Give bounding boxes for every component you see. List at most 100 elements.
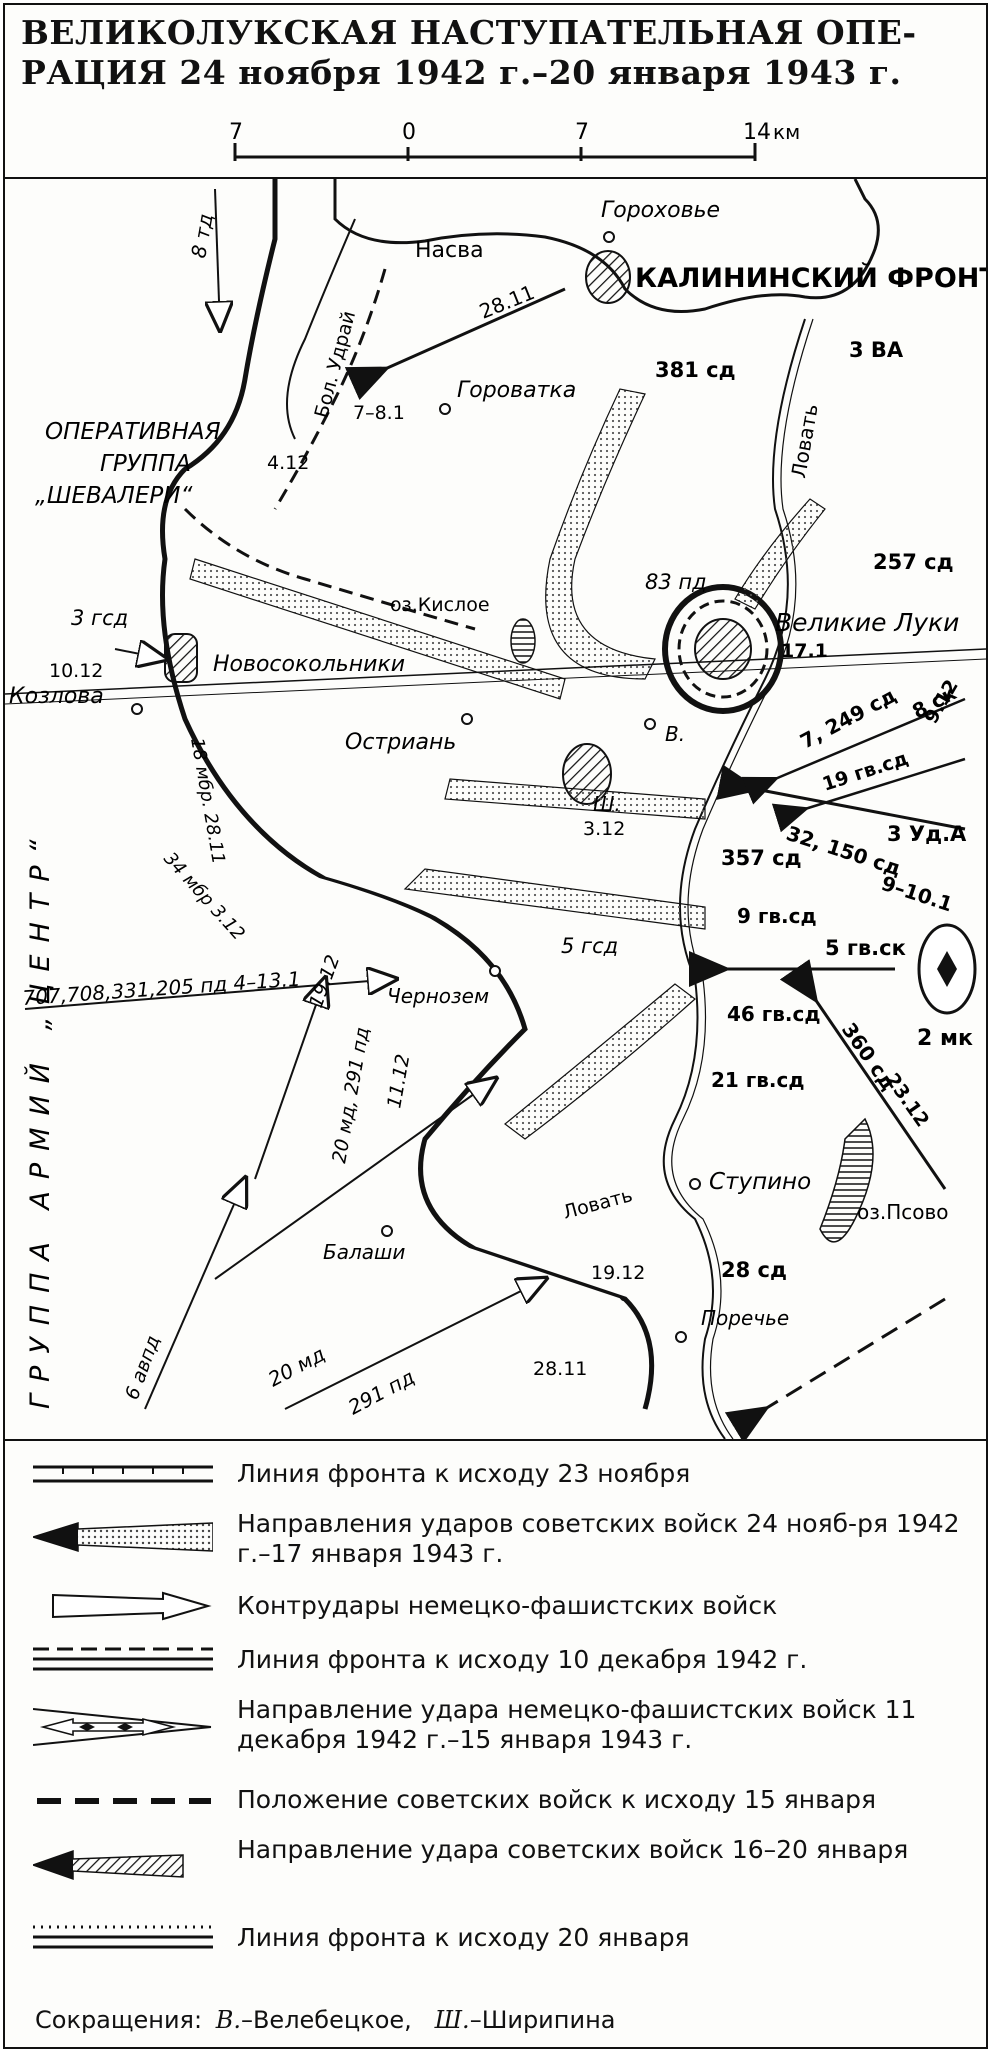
unit-46-gv-sd: 46 гв.сд	[727, 1002, 821, 1026]
legend-text-front-23-nov: Линия фронта к исходу 23 ноября	[237, 1459, 691, 1488]
scale-unit: км	[773, 120, 800, 144]
railway	[5, 648, 986, 695]
town-velikie-luki: Великие Луки	[775, 608, 959, 637]
map-title-line-1: ВЕЛИКОЛУКСКАЯ НАСТУПАТЕЛЬНАЯ ОПЕ-	[21, 13, 917, 52]
date-4-12: 4.12	[267, 452, 309, 474]
velikie-luki-encirclement	[662, 584, 784, 714]
town-balashi: Балаши	[323, 1240, 405, 1264]
front-line-10-dec	[273, 268, 387, 510]
soviet-arrow-3-ud-a	[716, 764, 966, 831]
town-marker-chernozem	[489, 965, 501, 977]
river-nasva: Насва	[415, 238, 484, 263]
german-arrow-20-md	[214, 1079, 495, 1280]
town-marker-v	[644, 718, 656, 730]
front-label-army-group-center: ГРУППА АРМИЙ „ЦЕНТР“	[24, 827, 56, 1409]
legend-item-german-strike: Направление удара немецко-фашистских вой…	[5, 1695, 986, 1765]
german-group-label-2: ГРУППА	[100, 451, 191, 477]
map-title: ВЕЛИКОЛУКСКАЯ НАСТУПАТЕЛЬНАЯ ОПЕ- РАЦИЯ …	[21, 13, 971, 93]
unit-6-avpd: 6 авпд	[121, 1333, 164, 1403]
map-sheet: ВЕЛИКОЛУКСКАЯ НАСТУПАТЕЛЬНАЯ ОПЕ- РАЦИЯ …	[3, 3, 988, 2049]
town-poreche: Поречье	[701, 1306, 789, 1330]
town-stupino: Ступино	[709, 1169, 811, 1195]
scale-tick-2: 0	[402, 120, 416, 145]
abbr-sh-full: –Ширипина	[469, 2006, 616, 2034]
soviet-strike-stipple-3	[403, 868, 706, 930]
abbreviations: Сокращения: В.–Велебецкое, Ш.–Ширипина	[35, 2005, 965, 2035]
unit-23-12: 23.12	[881, 1069, 933, 1131]
scale-tick-3: 7	[575, 120, 589, 145]
town-marker-balashi	[381, 1225, 393, 1237]
german-arrow-19-12	[254, 979, 325, 1180]
soviet-strike-stipple-2	[189, 558, 566, 700]
lake-kisloye	[510, 618, 536, 664]
legend-item-soviet-strike-jan: Направление удара советских войск 16–20 …	[5, 1835, 986, 1901]
town-novosokolniki: Новосокольники	[213, 652, 405, 677]
town-ostrian: Остриань	[345, 730, 456, 755]
unit-357-sd: 357 сд	[721, 846, 802, 870]
town-sh: Ш.	[593, 792, 621, 816]
unit-381-sd: 381 сд	[655, 358, 736, 382]
gorokhovye-army-mark	[585, 250, 631, 304]
date-7-8-1: 7–8.1	[353, 402, 405, 424]
unit-3-gsd: 3 гсд	[71, 606, 128, 630]
legend-text-soviet-strikes: Направления ударов советских войск 24 но…	[237, 1509, 960, 1568]
unit-11-12: 11.12	[383, 1052, 414, 1109]
unit-5-gsd: 5 гсд	[561, 934, 618, 958]
legend-symbol-front-23-nov	[33, 1465, 213, 1483]
lake-label-kisloye: оз.Кислое	[390, 594, 490, 616]
unit-28-sd: 28 сд	[721, 1258, 787, 1282]
unit-18-mbr: 18 мбр. 28.11	[186, 736, 229, 865]
soviet-strike-stipple-6	[734, 498, 826, 610]
unit-7-249-sd: 7, 249 сд	[796, 683, 900, 754]
unit-9-gv-sd: 9 гв.сд	[737, 904, 817, 928]
town-marker-kozlova	[131, 703, 143, 715]
map-legend: Линия фронта к исходу 23 ноября Направле…	[5, 1441, 986, 1981]
town-marker-stupino	[689, 1178, 701, 1190]
legend-symbol-front-10-dec	[33, 1647, 213, 1671]
town-kozlova: Козлова	[9, 684, 104, 709]
legend-item-front-23-nov: Линия фронта к исходу 23 ноября	[5, 1455, 986, 1495]
legend-text-german-counter: Контрудары немецко-фашистских войск	[237, 1591, 778, 1620]
unit-17-1: 17.1	[781, 640, 828, 662]
unit-20-md-291-pd: 20 мд, 291 пд	[328, 1025, 374, 1164]
udrai-river	[286, 218, 356, 440]
legend-item-soviet-strikes: Направления ударов советских войск 24 но…	[5, 1509, 986, 1573]
unit-8-td: 8 тд	[186, 212, 217, 260]
legend-text-german-strike: Направление удара немецко-фашистских вой…	[237, 1695, 917, 1754]
river-lovat-south: Ловать	[561, 1184, 635, 1224]
map-title-line-2: РАЦИЯ 24 ноября 1942 г.–20 января 1943 г…	[21, 53, 902, 92]
abbr-v: В.	[215, 2006, 241, 2034]
german-arrow-291-pd	[284, 1279, 545, 1410]
unit-707-708: 707,708,331,205 пд 4–13.1	[22, 967, 302, 1010]
unit-5-gv-sk: 5 гв.ск	[825, 936, 906, 960]
town-chernozem: Чернозем	[387, 984, 489, 1008]
legend-item-front-20-jan: Линия фронта к исходу 20 января	[5, 1917, 986, 1963]
legend-text-soviet-position: Положение советских войск к исходу 15 ян…	[237, 1785, 877, 1814]
kalinin-front-boundary	[333, 179, 880, 313]
soviet-strike-stipple-4	[444, 778, 706, 820]
unit-20-md: 20 мд	[264, 1342, 329, 1392]
legend-symbol-soviet-position	[37, 1798, 211, 1804]
german-group-label-1: ОПЕРАТИВНАЯ	[45, 419, 221, 445]
lake-label-psovo: оз.Псово	[857, 1200, 949, 1224]
date-3-12: 3.12	[583, 818, 625, 840]
abbr-sh: Ш.	[434, 2006, 470, 2034]
unit-3-va: 3 ВА	[849, 338, 904, 362]
soviet-strike-stipple-1	[545, 388, 656, 680]
soviet-arrow-8-sk	[741, 697, 966, 805]
unit-3-ud-a: 3 Уд.А	[887, 822, 967, 846]
front-line-23-nov	[160, 179, 655, 1410]
soviet-arrow-360-sd	[779, 959, 947, 1190]
town-marker-gorokhovye	[603, 231, 615, 243]
german-arrow-707	[24, 979, 395, 1010]
town-marker-gorovatka	[439, 403, 451, 415]
legend-symbol-german-counter	[52, 1591, 212, 1621]
date-28-11-north: 28.11	[476, 280, 538, 324]
novosokolniki-town-mark	[164, 633, 198, 683]
date-10-12: 10.12	[49, 660, 103, 682]
soviet-arrow-9-12	[771, 757, 966, 833]
battle-map: КАЛИНИНСКИЙ ФРОНТ ГРУППА АРМИЙ „ЦЕНТР“ О…	[5, 177, 986, 1441]
town-v: В.	[665, 722, 685, 746]
german-arrow-6-avpd	[144, 1179, 245, 1410]
abbr-v-full: –Велебецкое,	[240, 2006, 412, 2034]
